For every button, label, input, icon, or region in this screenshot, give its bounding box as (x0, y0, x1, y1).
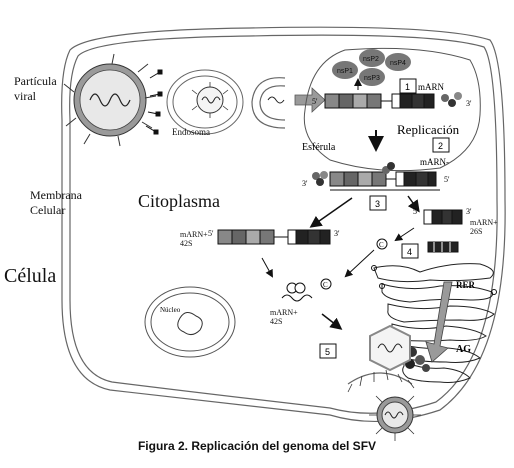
svg-text:3: 3 (375, 199, 380, 209)
step-2-box: 2 (432, 137, 450, 153)
arrow-c-1 (394, 227, 415, 242)
marn-minus-label: mARN- (420, 157, 449, 167)
nucleo-label: Núcleo (160, 306, 181, 314)
cell-membrane-outer (61, 26, 506, 423)
citoplasma-label: Citoplasma (138, 191, 220, 211)
open-endosome-icon (251, 77, 286, 129)
capsid-hexagon-icon (369, 324, 411, 372)
endosome-icon (166, 69, 244, 135)
released-virion-icon (369, 395, 421, 441)
svg-text:1: 1 (405, 82, 410, 92)
rna-bar-2 (312, 162, 440, 191)
five-prime-3: 5' (208, 229, 214, 238)
nsp2-label: nsP2 (363, 56, 379, 63)
step-4-box: 4 (401, 243, 419, 259)
membrana-celular-label: Membrana Celular (30, 188, 82, 217)
particula-viral-label: Partícula viral (14, 74, 57, 103)
nsp3-label: nsP3 (364, 75, 380, 82)
arrow-to-budding (321, 313, 343, 330)
receptor-marks (145, 69, 163, 135)
three-prime-4: 3' (466, 207, 472, 216)
svg-text:4: 4 (407, 247, 412, 257)
endosoma-label: Endosoma (172, 127, 210, 137)
esferula-label: Esférula (302, 142, 336, 153)
five-prime-1: 5' (312, 97, 318, 106)
arrow-to-42s (309, 197, 353, 228)
arrow-42s-down (261, 257, 273, 278)
marn-plus-26s-label: mARN+ 26S (470, 218, 498, 236)
nsp4-label: nsP4 (390, 60, 406, 67)
three-prime-1: 3' (466, 99, 472, 108)
replicacion-label: Replicación (397, 122, 460, 137)
step-3-box: 3 (369, 195, 387, 211)
arrow-c-2 (344, 249, 375, 278)
nsp1-label: nsP1 (337, 68, 353, 75)
arrow-to-26s (407, 195, 420, 213)
celula-label: Célula (4, 265, 57, 287)
three-prime-3: 3' (334, 229, 340, 238)
c-label-1: C (379, 241, 384, 249)
ag-label: AG (456, 344, 471, 355)
nsp-proteins (332, 49, 411, 86)
svg-text:2: 2 (438, 141, 443, 151)
rna-bar-26s (423, 209, 463, 225)
nucleus-icon (144, 286, 236, 358)
entry-arrow (294, 87, 326, 113)
three-prime-2: 3' (302, 179, 308, 188)
figure-caption: Figura 2. Replicación del genoma del SFV (137, 439, 377, 453)
rer-label: RER (456, 280, 476, 290)
svg-text:5: 5 (325, 347, 330, 357)
capsid-protein-2 (320, 278, 332, 290)
nucleocapsid-assembly (281, 282, 313, 302)
rer-to-golgi-arrow (425, 281, 453, 363)
five-prime-4: 5' (413, 207, 419, 216)
capsid-protein-1 (376, 238, 388, 250)
five-prime-2: 5' (444, 175, 450, 184)
rna-bar-1 (324, 92, 462, 109)
rna-bar-42s (217, 229, 331, 245)
marn-plus-42s-label-a: mARN+ 42S (180, 230, 208, 248)
cell-membrane-inner (69, 34, 498, 414)
viral-particle-icon (63, 53, 157, 147)
marn-label-1: mARN (418, 82, 445, 92)
step-5-box: 5 (319, 343, 337, 359)
marn-plus-42s-label-b: mARN+ 42S (270, 308, 298, 326)
c-label-2: C (323, 281, 328, 289)
ribosome-bar (427, 241, 459, 253)
step-1-box: 1 (399, 78, 417, 94)
budding-site (347, 369, 415, 393)
spherule-outline (303, 47, 481, 172)
